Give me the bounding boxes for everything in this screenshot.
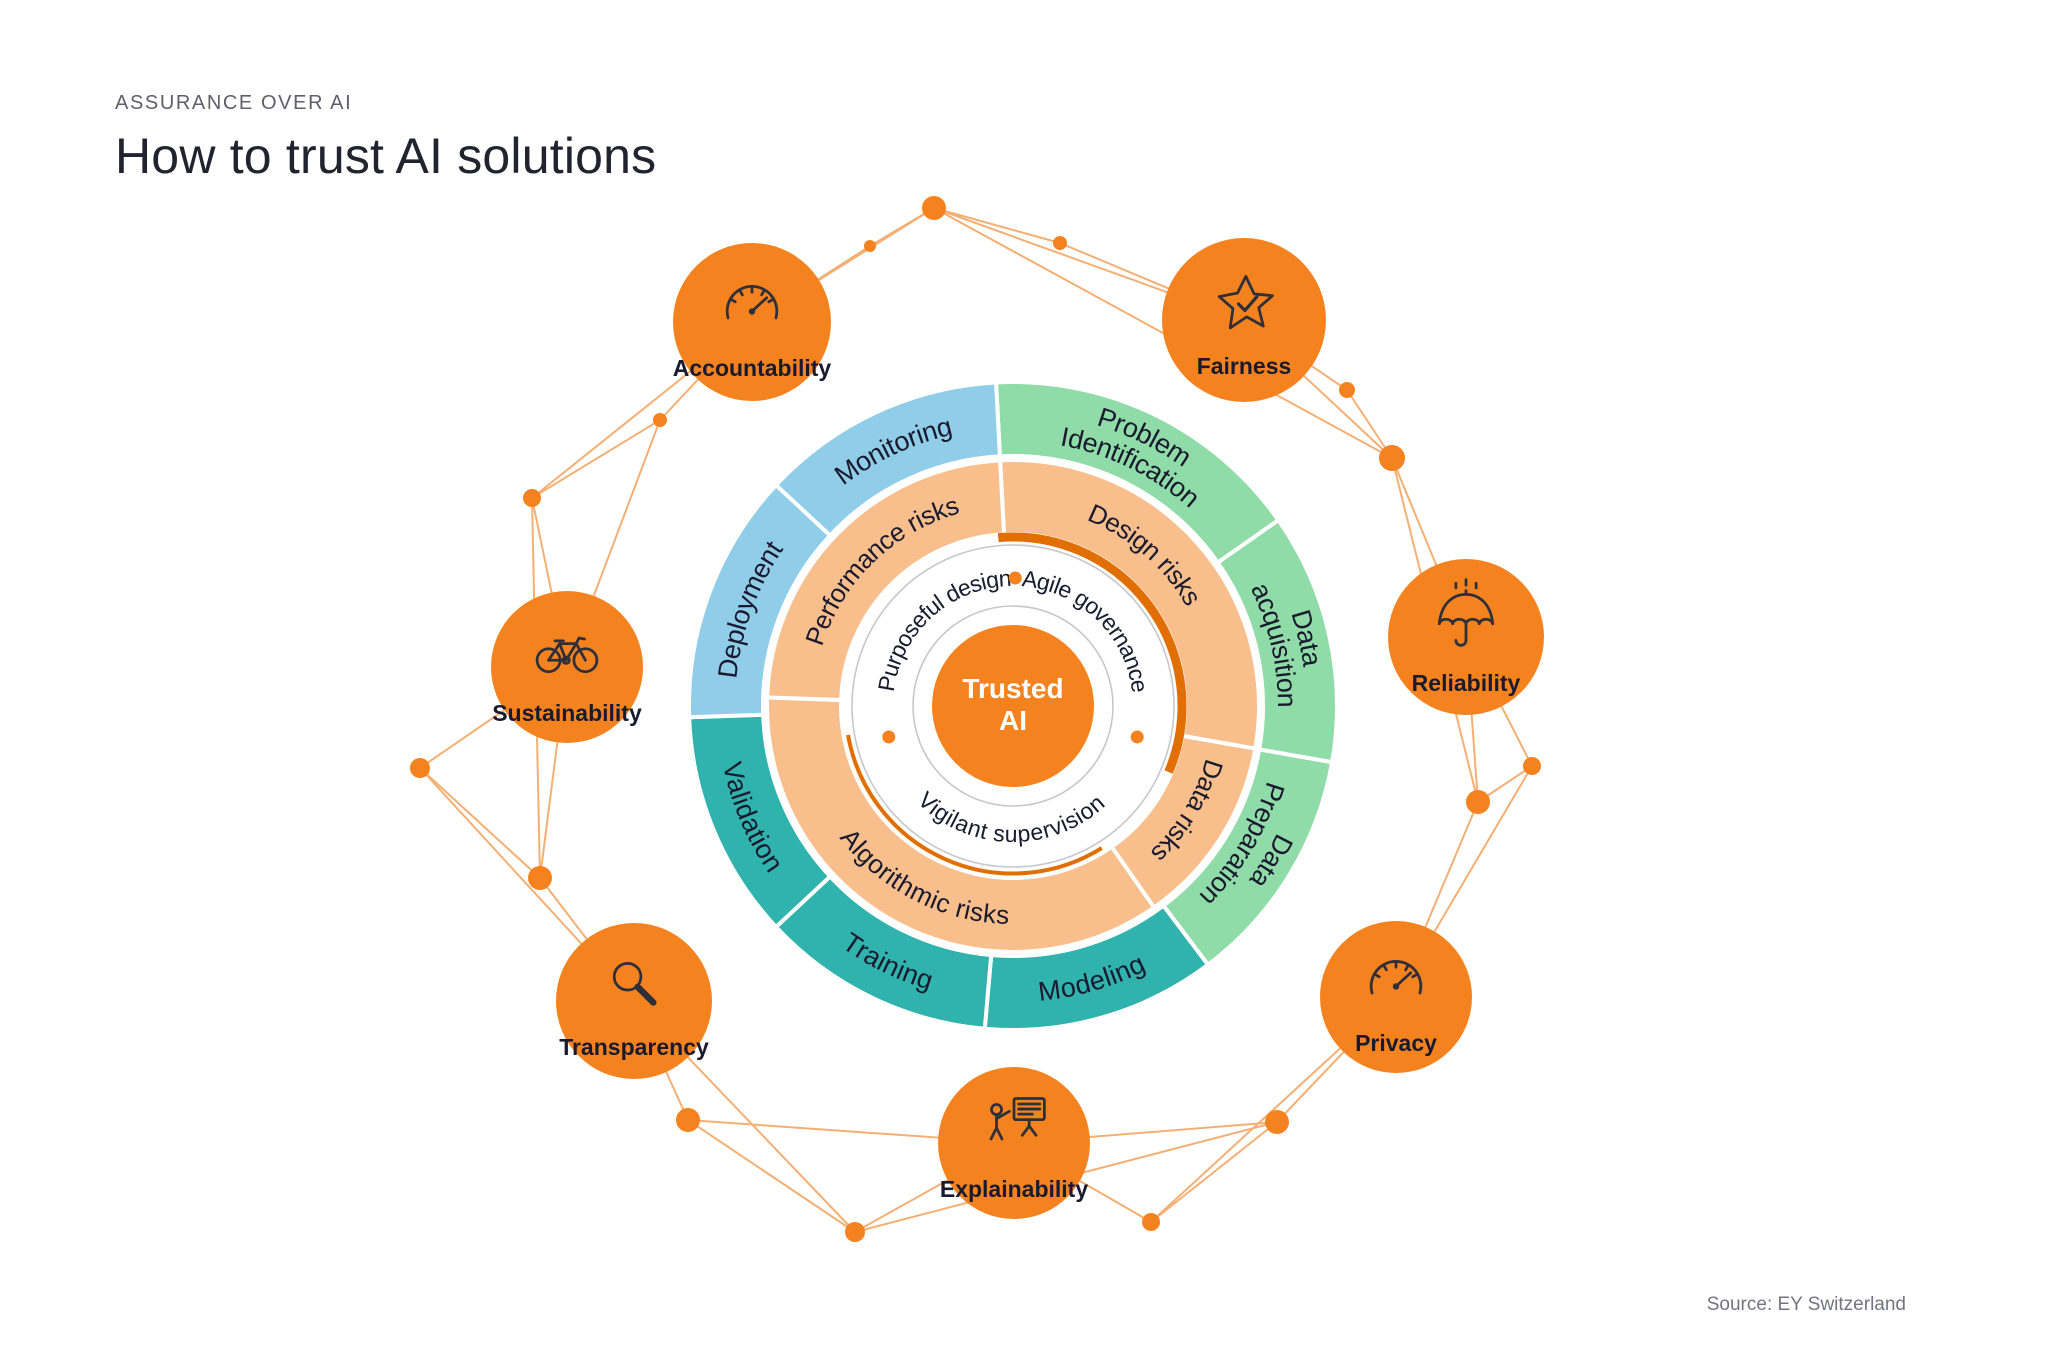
transparency-label: Transparency bbox=[559, 1034, 709, 1060]
gauge-icon bbox=[725, 285, 779, 320]
network-dot bbox=[528, 866, 552, 890]
network-edge bbox=[1346, 389, 1393, 459]
eyebrow: ASSURANCE OVER AI bbox=[115, 92, 353, 114]
umbrella-icon bbox=[1437, 578, 1495, 647]
network-dot bbox=[845, 1222, 865, 1242]
network-edge bbox=[1150, 1121, 1278, 1223]
network-edge bbox=[531, 419, 661, 499]
risk-segment-performance-risks bbox=[765, 458, 1007, 703]
ring-segment-monitoring bbox=[773, 380, 1003, 539]
center-label-line1: Trusted bbox=[962, 673, 1063, 704]
network-dot bbox=[676, 1108, 700, 1132]
trusted-ai-circle bbox=[932, 625, 1094, 787]
satellites: Accountability FairnessReliabilityPrivacy… bbox=[491, 238, 1544, 1219]
network-dot bbox=[410, 758, 430, 778]
network-edge bbox=[933, 207, 1061, 244]
inner-ring-dot bbox=[1130, 730, 1144, 744]
bicycle-icon bbox=[535, 636, 599, 674]
magnifier-icon bbox=[612, 961, 657, 1006]
sustainability-circle bbox=[491, 591, 643, 743]
satellite-accountability: Accountability bbox=[673, 243, 832, 401]
satellite-explainability: Explainability bbox=[938, 1067, 1090, 1219]
star-check-icon bbox=[1217, 275, 1274, 330]
risk-segment-algorithmic-risks bbox=[765, 695, 1157, 954]
network-dot bbox=[864, 240, 876, 252]
transparency-circle bbox=[556, 923, 712, 1079]
satellite-privacy: Privacy bbox=[1320, 921, 1472, 1073]
explainability-circle bbox=[938, 1067, 1090, 1219]
network-edge bbox=[687, 1119, 856, 1233]
satellite-transparency: Transparency bbox=[556, 923, 712, 1079]
accent-arc-bottom bbox=[846, 734, 1103, 876]
center-label-line2: AI bbox=[999, 705, 1027, 736]
network-dot bbox=[523, 489, 541, 507]
network-dot bbox=[1379, 445, 1405, 471]
page-title: How to trust AI solutions bbox=[115, 128, 657, 184]
network-edge bbox=[419, 767, 541, 879]
network-dot bbox=[1265, 1110, 1289, 1134]
explainability-label: Explainability bbox=[940, 1176, 1088, 1202]
inner-ring-dot bbox=[882, 730, 896, 744]
header: ASSURANCE OVER AI How to trust AI soluti… bbox=[115, 92, 656, 184]
satellite-reliability: Reliability bbox=[1388, 559, 1544, 715]
fairness-label: Fairness bbox=[1197, 353, 1292, 379]
source-text: Source: EY Switzerland bbox=[1706, 1294, 1906, 1315]
process-ring bbox=[687, 380, 1339, 1032]
accountability-label: Accountability bbox=[673, 355, 832, 381]
accent-arc-top-right bbox=[997, 532, 1187, 774]
presenter-icon bbox=[989, 1097, 1046, 1141]
sustainability-label: Sustainability bbox=[492, 700, 642, 726]
reliability-label: Reliability bbox=[1412, 670, 1521, 696]
network-dot bbox=[653, 413, 667, 427]
network-dot bbox=[922, 196, 946, 220]
network-dot bbox=[1053, 236, 1067, 250]
gauge-icon bbox=[1369, 960, 1423, 995]
network-edge bbox=[933, 207, 1393, 459]
inner-ring-dot bbox=[1008, 571, 1022, 585]
privacy-label: Privacy bbox=[1355, 1030, 1437, 1056]
satellite-fairness: Fairness bbox=[1162, 238, 1326, 402]
network-dots bbox=[410, 196, 1541, 1242]
network-dot bbox=[1466, 790, 1490, 814]
risk-ring bbox=[765, 458, 1261, 954]
satellite-sustainability: Sustainability bbox=[491, 591, 643, 743]
network-dot bbox=[1523, 757, 1541, 775]
network-dot bbox=[1339, 382, 1355, 398]
privacy-circle bbox=[1320, 921, 1472, 1073]
accountability-circle bbox=[673, 243, 831, 401]
inner-ring-inner-circle bbox=[912, 605, 1114, 807]
network-dot bbox=[1142, 1213, 1160, 1231]
